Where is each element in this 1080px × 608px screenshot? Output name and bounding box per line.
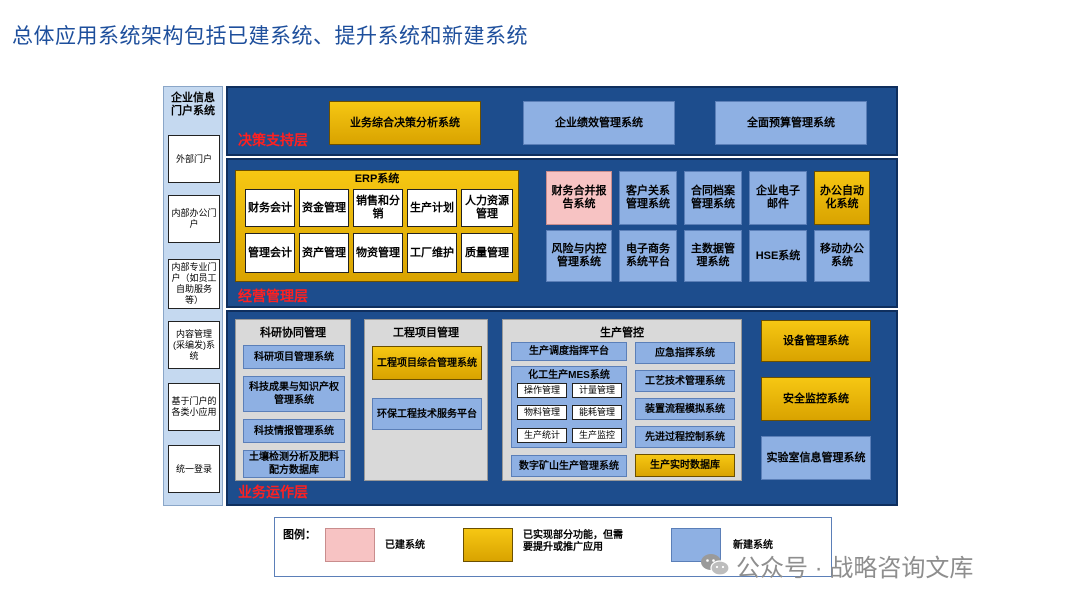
crm-system[interactable]: 客户关系管理系统 xyxy=(619,171,677,225)
research-panel: 科研协同管理 科研项目管理系统 科技成果与知识产权管理系统 科技情报管理系统 土… xyxy=(235,319,351,481)
engineering-title: 工程项目管理 xyxy=(393,327,459,339)
page-title: 总体应用系统架构包括已建系统、提升系统和新建系统 xyxy=(12,24,528,48)
legend-built-text: 已建系统 xyxy=(385,540,425,551)
advanced-process-control-system[interactable]: 先进过程控制系统 xyxy=(635,426,735,448)
financial-consolidation-system[interactable]: 财务合并报告系统 xyxy=(546,171,612,225)
portal-internal-professional[interactable]: 内部专业门户（如员工自助服务等） xyxy=(168,259,220,309)
erp-financial-accounting[interactable]: 财务会计 xyxy=(245,189,295,227)
operation-layer-label: 业务运作层 xyxy=(238,484,308,500)
erp-title: ERP系统 xyxy=(354,173,400,185)
digital-mine-system[interactable]: 数字矿山生产管理系统 xyxy=(511,455,627,477)
legend-partial-text: 已实现部分功能，但需要提升或推广应用 xyxy=(523,530,623,553)
research-title: 科研协同管理 xyxy=(260,327,326,339)
soil-fertilizer-database[interactable]: 土壤检测分析及肥料配方数据库 xyxy=(243,450,345,478)
master-data-system[interactable]: 主数据管理系统 xyxy=(684,230,742,282)
contract-archive-system[interactable]: 合同档案管理系统 xyxy=(684,171,742,225)
enterprise-email[interactable]: 企业电子邮件 xyxy=(749,171,807,225)
legend: 图例： 已建系统 已实现部分功能，但需要提升或推广应用 新建系统 xyxy=(274,517,832,577)
decision-layer-label: 决策支持层 xyxy=(238,132,308,148)
risk-control-system[interactable]: 风险与内控管理系统 xyxy=(546,230,612,282)
emergency-command-system[interactable]: 应急指挥系统 xyxy=(635,342,735,364)
erp-system: ERP系统 财务会计 资金管理 销售和分销 生产计划 人力资源管理 管理会计 资… xyxy=(235,170,519,282)
portal-internal-office[interactable]: 内部办公门户 xyxy=(168,195,220,243)
erp-human-resources[interactable]: 人力资源管理 xyxy=(461,189,513,227)
production-panel: 生产管控 生产调度指挥平台 化工生产MES系统 操作管理 计量管理 物料管理 能… xyxy=(502,319,742,481)
safety-monitoring-system[interactable]: 安全监控系统 xyxy=(761,377,871,421)
process-technology-system[interactable]: 工艺技术管理系统 xyxy=(635,370,735,392)
mes-material[interactable]: 物料管理 xyxy=(517,405,567,420)
research-achievement-ip-system[interactable]: 科技成果与知识产权管理系统 xyxy=(243,376,345,412)
budget-management-system[interactable]: 全面预算管理系统 xyxy=(715,101,867,145)
engineering-panel: 工程项目管理 工程项目综合管理系统 环保工程技术服务平台 xyxy=(364,319,488,481)
erp-fund-management[interactable]: 资金管理 xyxy=(299,189,349,227)
mes-monitoring[interactable]: 生产监控 xyxy=(572,428,622,443)
lims-system[interactable]: 实验室信息管理系统 xyxy=(761,436,871,480)
legend-built-swatch xyxy=(325,528,375,562)
decision-analysis-system[interactable]: 业务综合决策分析系统 xyxy=(329,101,481,145)
mes-operation[interactable]: 操作管理 xyxy=(517,383,567,398)
management-layer: ERP系统 财务会计 资金管理 销售和分销 生产计划 人力资源管理 管理会计 资… xyxy=(226,158,898,308)
research-project-system[interactable]: 科研项目管理系统 xyxy=(243,345,345,369)
decision-layer: 业务综合决策分析系统 企业绩效管理系统 全面预算管理系统 决策支持层 xyxy=(226,86,898,156)
erp-plant-maintenance[interactable]: 工厂维护 xyxy=(407,233,457,273)
hse-system[interactable]: HSE系统 xyxy=(749,230,807,282)
equipment-management-system[interactable]: 设备管理系统 xyxy=(761,320,871,362)
office-automation-system[interactable]: 办公自动化系统 xyxy=(814,171,870,225)
realtime-database[interactable]: 生产实时数据库 xyxy=(635,454,735,477)
mobile-office-system[interactable]: 移动办公系统 xyxy=(814,230,870,282)
environmental-service-platform[interactable]: 环保工程技术服务平台 xyxy=(372,398,482,430)
mes-metering[interactable]: 计量管理 xyxy=(572,383,622,398)
erp-management-accounting[interactable]: 管理会计 xyxy=(245,233,295,273)
mes-system: 化工生产MES系统 操作管理 计量管理 物料管理 能耗管理 生产统计 生产监控 xyxy=(511,366,627,448)
erp-asset-management[interactable]: 资产管理 xyxy=(299,233,349,273)
portal-title: 企业信息门户系统 xyxy=(171,92,215,117)
erp-production-planning[interactable]: 生产计划 xyxy=(407,189,457,227)
watermark-text: 公众号 · 战略咨询文库 xyxy=(736,554,974,582)
operation-layer: 科研协同管理 科研项目管理系统 科技成果与知识产权管理系统 科技情报管理系统 土… xyxy=(226,310,898,506)
production-title: 生产管控 xyxy=(600,327,644,339)
research-intelligence-system[interactable]: 科技情报管理系统 xyxy=(243,419,345,443)
portal-mini-apps[interactable]: 基于门户的各类小应用 xyxy=(168,383,220,431)
portal-column: 企业信息门户系统 外部门户 内部办公门户 内部专业门户（如员工自助服务等） 内容… xyxy=(163,86,223,506)
wechat-icon xyxy=(700,552,730,578)
legend-new-text: 新建系统 xyxy=(733,540,773,551)
performance-management-system[interactable]: 企业绩效管理系统 xyxy=(523,101,675,145)
process-simulation-system[interactable]: 装置流程模拟系统 xyxy=(635,398,735,420)
watermark: 公众号 · 战略咨询文库 xyxy=(700,548,973,582)
erp-sales-distribution[interactable]: 销售和分销 xyxy=(353,189,403,227)
ecommerce-platform[interactable]: 电子商务系统平台 xyxy=(619,230,677,282)
management-layer-label: 经营管理层 xyxy=(238,288,308,304)
portal-content-management[interactable]: 内容管理(采编发)系统 xyxy=(168,321,220,369)
legend-title: 图例： xyxy=(283,529,316,541)
engineering-integrated-system[interactable]: 工程项目综合管理系统 xyxy=(372,346,482,380)
mes-title: 化工生产MES系统 xyxy=(528,370,610,381)
production-dispatch-platform[interactable]: 生产调度指挥平台 xyxy=(511,342,627,361)
mes-statistics[interactable]: 生产统计 xyxy=(517,428,567,443)
erp-material-management[interactable]: 物资管理 xyxy=(353,233,403,273)
portal-external[interactable]: 外部门户 xyxy=(168,135,220,183)
portal-sso[interactable]: 统一登录 xyxy=(168,445,220,493)
erp-quality-management[interactable]: 质量管理 xyxy=(461,233,513,273)
legend-partial-swatch xyxy=(463,528,513,562)
mes-energy[interactable]: 能耗管理 xyxy=(572,405,622,420)
